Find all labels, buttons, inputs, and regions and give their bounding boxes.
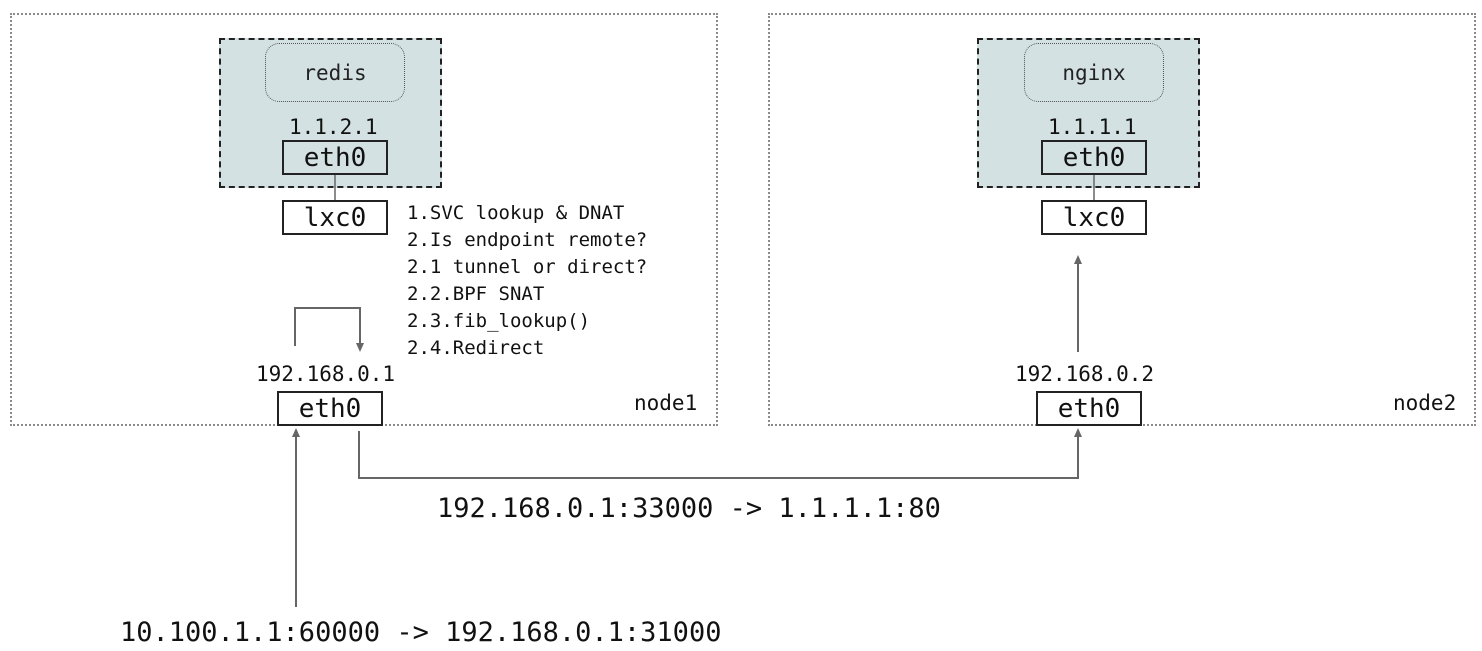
nginx-pod-eth0: eth0 <box>1041 140 1147 175</box>
redis-pod-eth0: eth0 <box>282 140 388 175</box>
node2-label: node2 <box>1393 391 1457 415</box>
node1-label: node1 <box>634 391 698 415</box>
inter-node-flow-label: 192.168.0.1:33000 -> 1.1.1.1:80 <box>437 493 941 524</box>
redis-pod-ip: 1.1.2.1 <box>289 115 378 139</box>
step-2-2: 2.2.BPF SNAT <box>407 283 545 305</box>
step-2: 2.Is endpoint remote? <box>407 229 648 251</box>
node2-lxc0: lxc0 <box>1041 200 1147 235</box>
step-2-1: 2.1 tunnel or direct? <box>407 256 648 278</box>
node1-lxc0: lxc0 <box>282 200 388 235</box>
node2-host-eth0: eth0 <box>1036 391 1142 426</box>
node1-host-ip: 192.168.0.1 <box>256 362 396 386</box>
redis-app: redis <box>265 43 405 102</box>
step-1: 1.SVC lookup & DNAT <box>407 202 625 224</box>
nginx-pod <box>977 38 1200 188</box>
step-2-4: 2.4.Redirect <box>407 337 545 359</box>
node1-redirect-loop-arrow <box>294 307 364 352</box>
nginx-app: nginx <box>1024 43 1164 102</box>
inter-node-arrow <box>358 428 1082 479</box>
nginx-pod-ip: 1.1.1.1 <box>1048 115 1137 139</box>
ingress-flow-label: 10.100.1.1:60000 -> 192.168.0.1:31000 <box>120 617 722 648</box>
step-2-3: 2.3.fib_lookup() <box>407 310 591 332</box>
node1-host-eth0: eth0 <box>277 391 383 426</box>
node2-host-ip: 192.168.0.2 <box>1015 362 1155 386</box>
